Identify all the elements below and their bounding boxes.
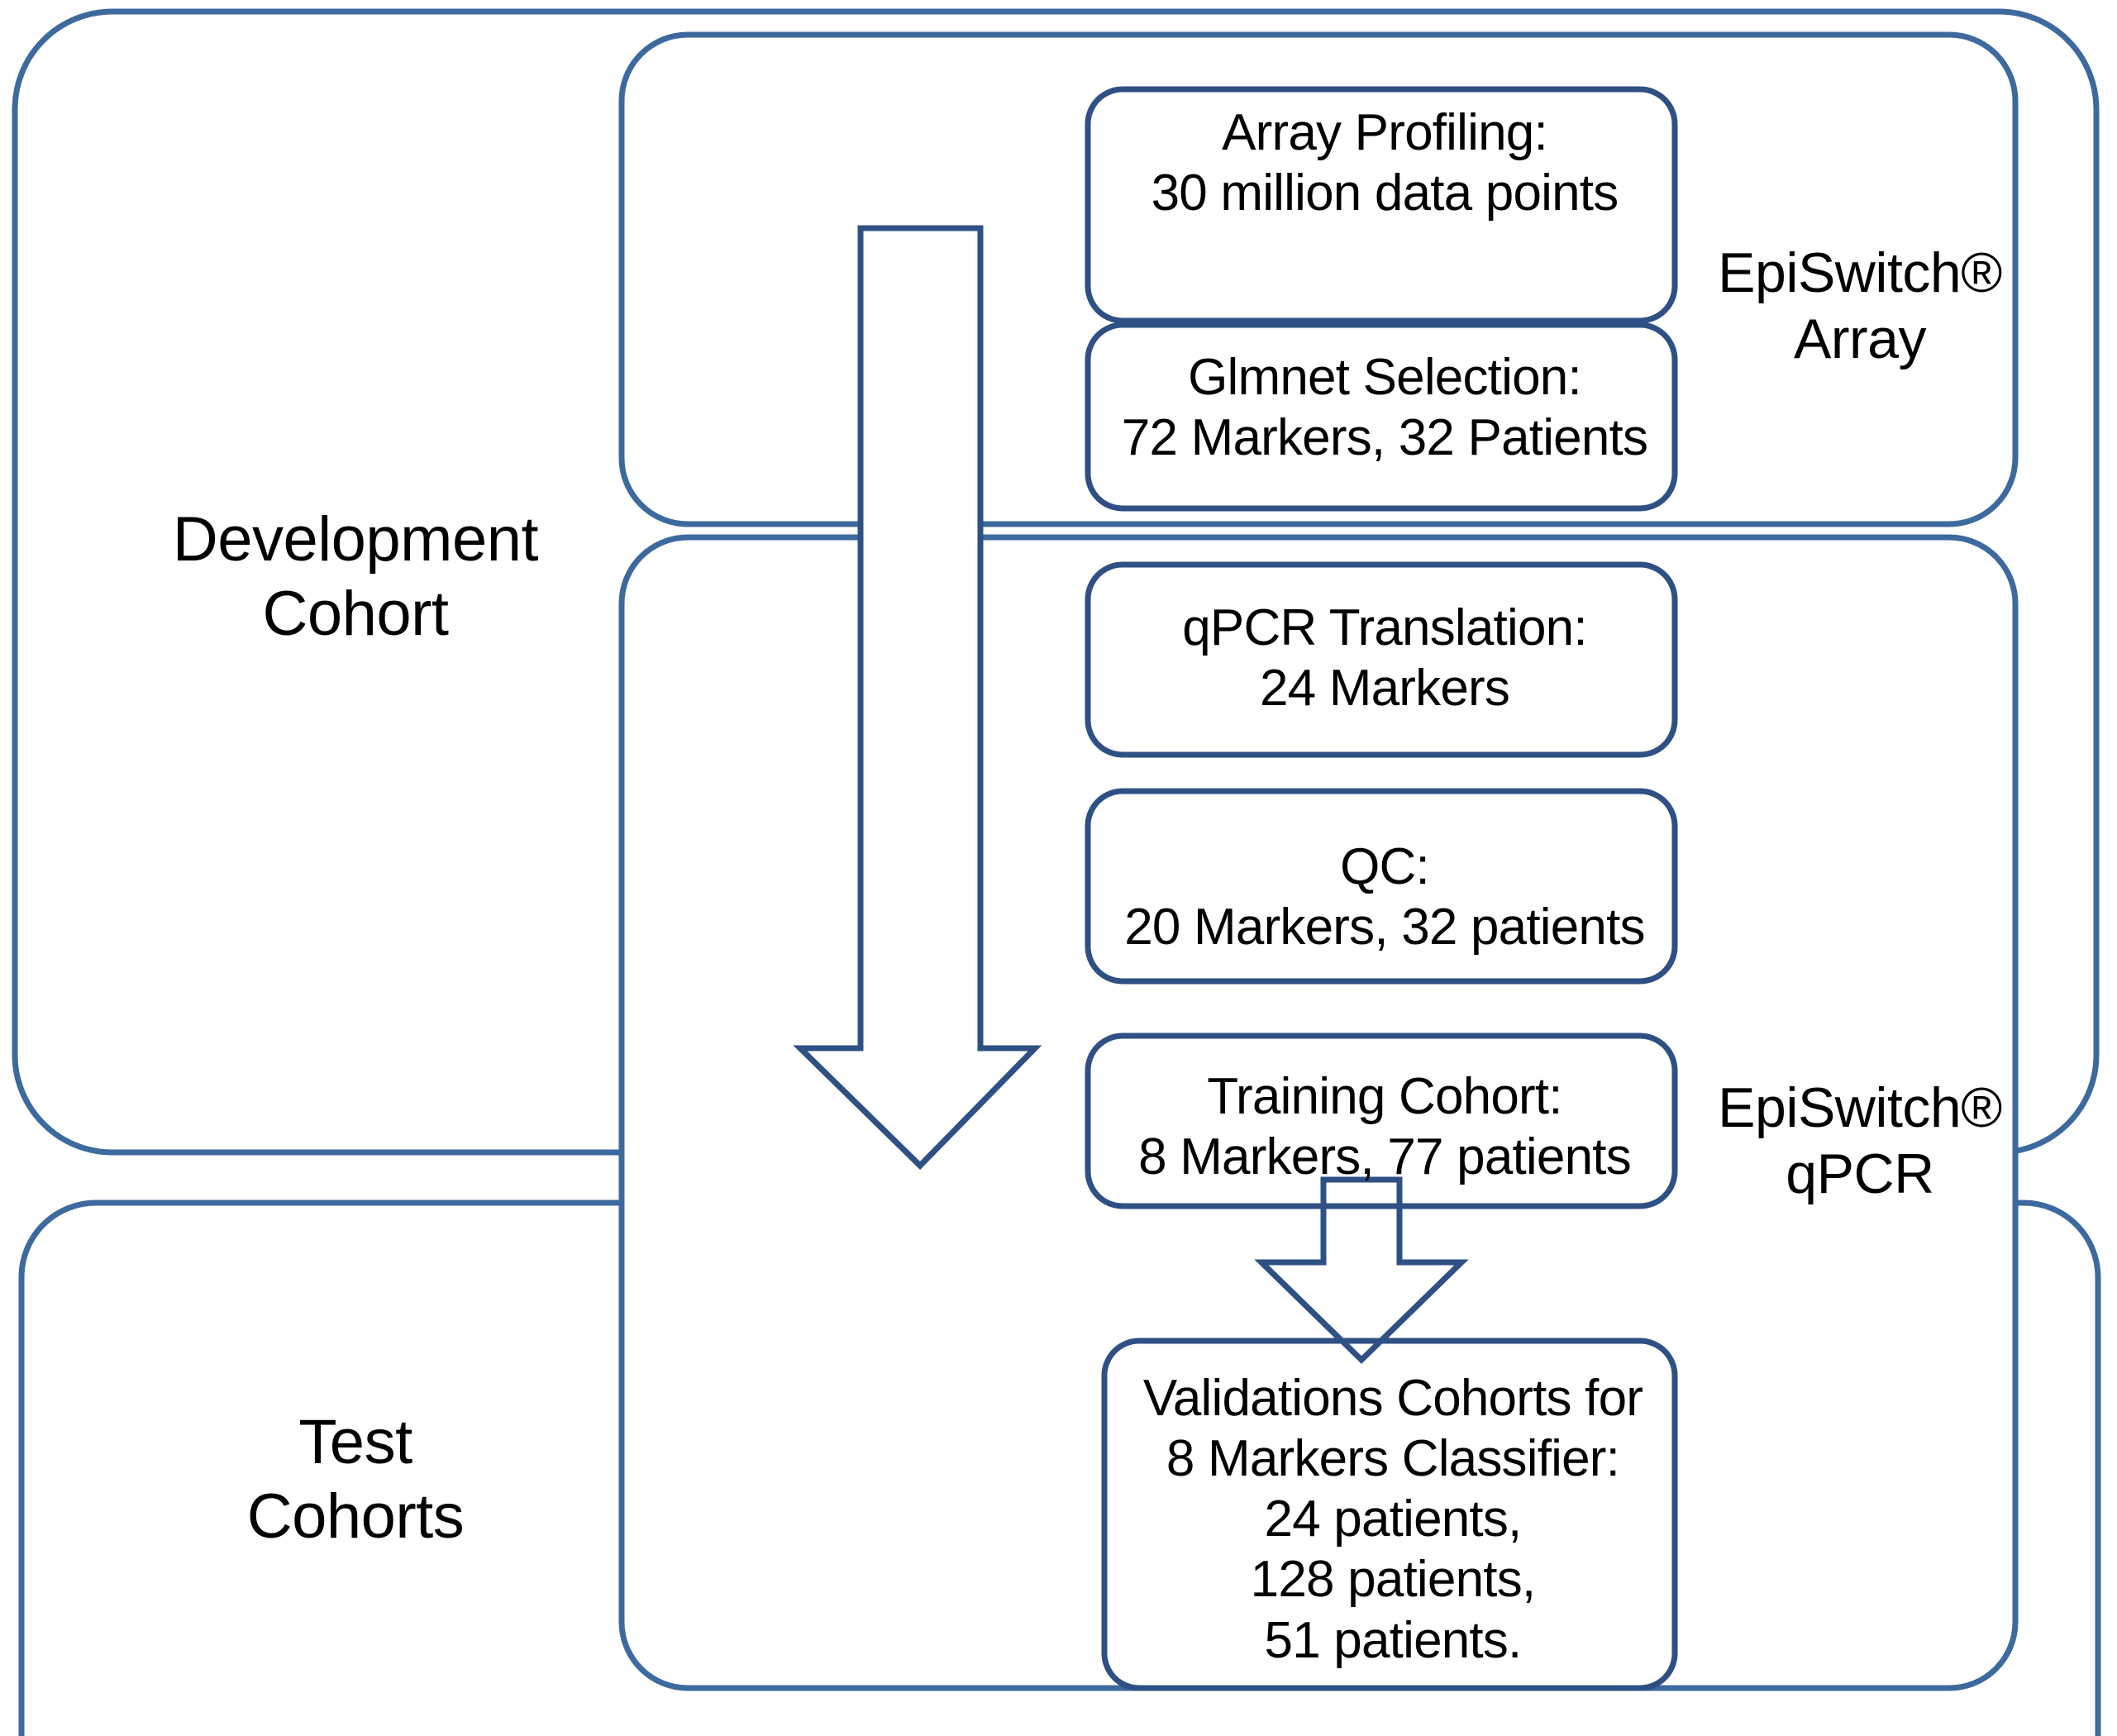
development-cohort-label: Development Cohort xyxy=(172,504,539,649)
step-label-qc: QC: 20 Markers, 32 patients xyxy=(1124,838,1645,956)
training-to-validation-arrow-overlay xyxy=(1254,1176,1469,1364)
step-label-glmnet-selection: Glmnet Selection: 72 Markers, 32 Patient… xyxy=(1121,349,1648,467)
main-flow-arrow-overlay xyxy=(793,225,1042,1170)
episwitch-array-label: EpiSwitch® Array xyxy=(1718,241,2002,371)
step-label-array-profiling: Array Profiling: 30 million data points xyxy=(1151,104,1619,222)
step-box-glmnet-selection xyxy=(1085,322,1678,512)
step-box-qc xyxy=(1085,788,1678,985)
episwitch-qpcr-label: EpiSwitch® qPCR xyxy=(1718,1076,2002,1206)
step-label-training-cohort: Training Cohort: 8 Markers, 77 patients xyxy=(1138,1068,1632,1186)
step-box-validation-cohorts xyxy=(1101,1338,1678,1691)
step-box-array-profiling xyxy=(1085,86,1678,324)
step-box-training-cohort xyxy=(1085,1033,1678,1209)
test-cohorts-label: Test Cohorts xyxy=(246,1407,465,1552)
step-label-validation-cohorts: Validations Cohorts for 8 Markers Classi… xyxy=(1142,1370,1643,1669)
step-box-qpcr-translation xyxy=(1085,561,1678,758)
step-label-qpcr-translation: qPCR Translation: 24 Markers xyxy=(1182,599,1587,718)
